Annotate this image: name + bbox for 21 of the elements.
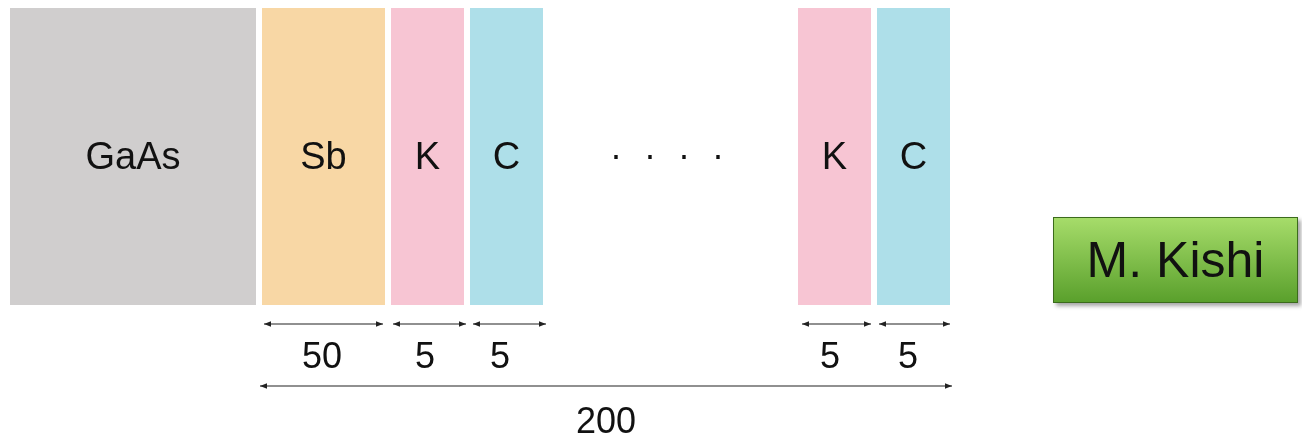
layer-label: Sb xyxy=(300,135,347,178)
dimension-value: 5 xyxy=(820,335,840,377)
layer-block xyxy=(798,8,871,305)
dimension-value: 50 xyxy=(302,335,342,377)
layer-block xyxy=(877,8,950,305)
layer-label: C xyxy=(492,135,521,178)
layer-block xyxy=(262,8,385,305)
layer-label: K xyxy=(821,135,848,178)
layer-block xyxy=(391,8,464,305)
dimension-value: 5 xyxy=(490,335,510,377)
name-label: M. Kishi xyxy=(1086,231,1265,289)
layer-label: K xyxy=(414,135,441,178)
dimension-value: 200 xyxy=(575,400,637,439)
dimension-value: 5 xyxy=(898,335,918,377)
layer-label: GaAs xyxy=(85,135,181,178)
name-box xyxy=(1053,217,1298,303)
layer-label: C xyxy=(899,135,928,178)
ellipsis-dots: · · · · xyxy=(610,134,730,176)
dimension-value: 5 xyxy=(415,335,435,377)
layer-block xyxy=(10,8,256,305)
layer-block xyxy=(470,8,543,305)
